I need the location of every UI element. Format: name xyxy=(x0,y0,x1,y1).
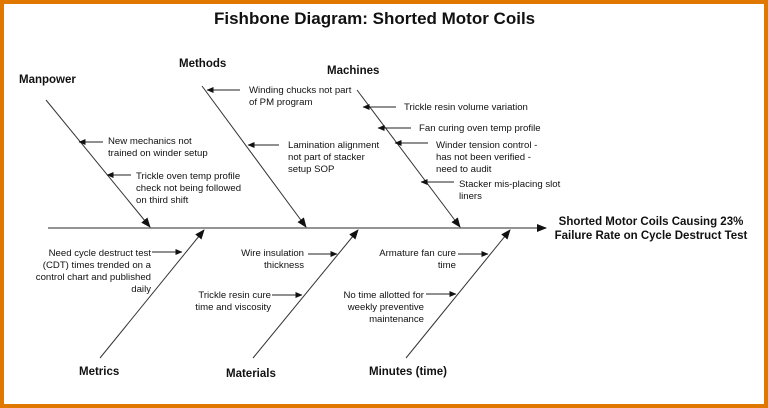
category-manpower: Manpower xyxy=(19,74,76,86)
diagram-title: Fishbone Diagram: Shorted Motor Coils xyxy=(214,9,536,28)
cause-machines-1: Trickle resin volume variation xyxy=(404,102,528,113)
category-minutes: Minutes (time) xyxy=(369,366,447,378)
cause-minutes-1: Armature fan cure time xyxy=(379,248,456,271)
materials-bone xyxy=(252,229,359,359)
cause-manpower-1: New mechanics not trained on winder setu… xyxy=(108,136,208,159)
cause-methods-2: Lamination alignment not part of stacker… xyxy=(288,140,380,175)
cause-machines-2: Fan curing oven temp profile xyxy=(419,123,541,134)
cause-minutes-2: No time allotted for weekly preventive m… xyxy=(343,290,424,325)
cause-machines-3: Winder tension control - has not been ve… xyxy=(436,140,538,175)
cause-methods-1: Winding chucks not part of PM program xyxy=(249,85,352,108)
cause-machines-4: Stacker mis-placing slot liners xyxy=(459,179,561,202)
metrics-bone xyxy=(99,229,205,359)
cause-metrics-1: Need cycle destruct test (CDT) times tre… xyxy=(35,248,151,295)
category-materials: Materials xyxy=(226,368,276,380)
category-metrics: Metrics xyxy=(79,366,120,378)
cause-materials-1: Wire insulation thickness xyxy=(241,248,304,271)
effect-label: Shorted Motor Coils Causing 23% Failure … xyxy=(554,216,748,242)
manpower-bone xyxy=(45,99,151,228)
methods-bone xyxy=(201,85,307,228)
category-machines: Machines xyxy=(327,65,380,77)
category-methods: Methods xyxy=(179,58,227,70)
minutes-bone xyxy=(405,229,511,359)
cause-manpower-2: Trickle oven temp profile check not bein… xyxy=(136,171,242,206)
cause-materials-2: Trickle resin cure time and viscosity xyxy=(195,290,271,313)
machines-bone xyxy=(356,89,461,228)
